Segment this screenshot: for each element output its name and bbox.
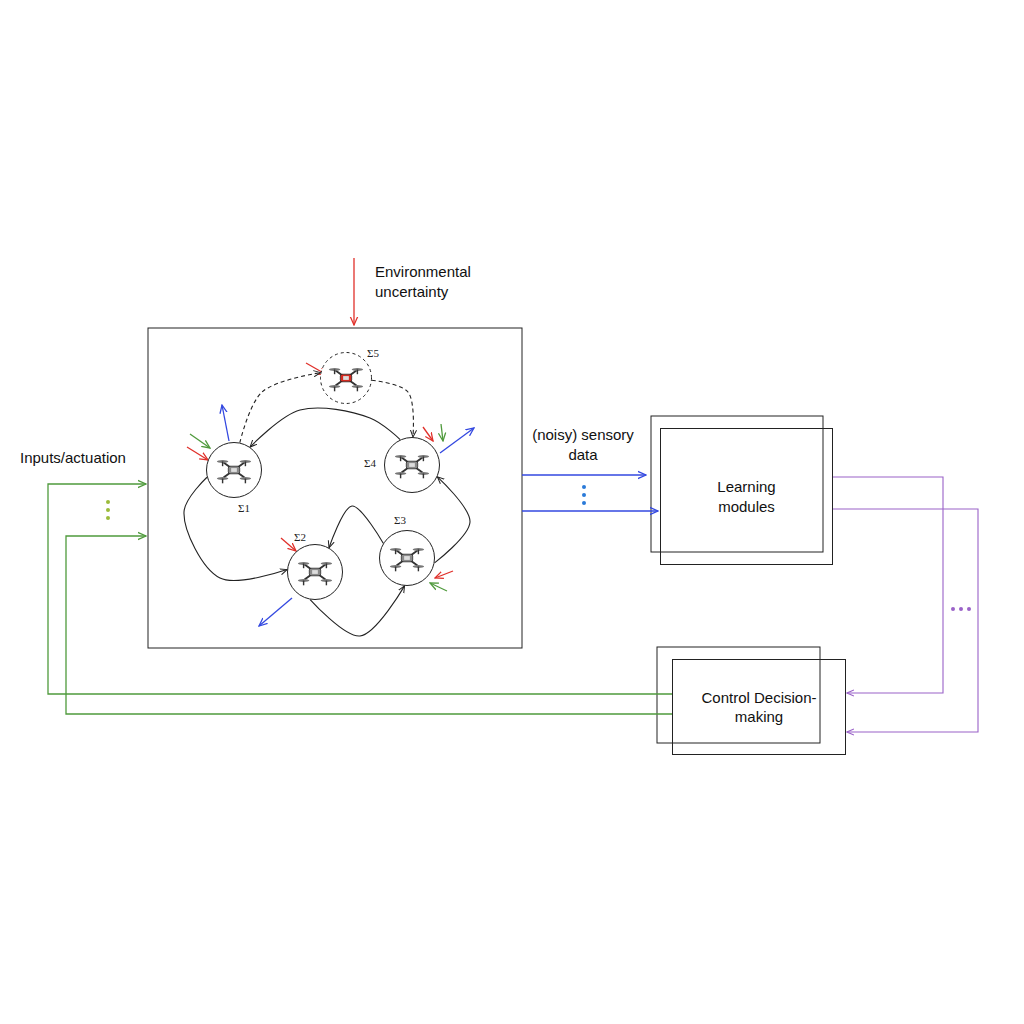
agent-label: Σ1 — [238, 502, 250, 514]
agent-outline — [379, 530, 435, 586]
agent-circle: Σ4 — [384, 437, 440, 493]
uncertainty-label: Environmental uncertainty — [375, 262, 505, 303]
sensory-arrow — [522, 510, 658, 511]
drone-icon — [395, 455, 429, 478]
module-title: Learning modules — [697, 477, 797, 516]
agent-label: Σ5 — [367, 347, 379, 359]
agent-circle: Σ1 — [206, 442, 262, 498]
module-box: Learning modules — [660, 428, 833, 565]
agent-outline — [206, 442, 262, 498]
module-stack — [651, 416, 823, 552]
agent-signal-arrows — [187, 363, 474, 626]
agent-label: Σ4 — [364, 457, 376, 469]
sensory-label: (noisy) sensory data — [527, 425, 639, 466]
ellipsis-dots — [106, 500, 110, 520]
interaction-link — [435, 477, 470, 563]
module-box: Control Decision-making — [672, 659, 846, 755]
output-connector — [833, 509, 978, 732]
sensory-arrow — [522, 474, 646, 475]
agent-circle: Σ5 — [320, 352, 372, 404]
ellipsis-dots — [582, 485, 586, 505]
interaction-link — [372, 380, 414, 437]
agent-circle: Σ3 — [379, 530, 435, 586]
agent-label: Σ2 — [294, 531, 306, 543]
agent-label: Σ3 — [394, 514, 406, 526]
module-title: Control Decision-making — [684, 688, 834, 727]
system-box — [148, 328, 522, 648]
drone-icon — [298, 562, 332, 585]
drone-icon — [217, 460, 251, 483]
drone-icon — [390, 548, 424, 571]
input-label: Inputs/actuation — [20, 448, 160, 468]
agent-outline — [320, 352, 372, 404]
agent-outline — [384, 437, 440, 493]
drone-icon — [329, 368, 363, 391]
agent-outline — [287, 544, 343, 600]
agent-circle: Σ2 — [287, 544, 343, 600]
actuation-line — [48, 484, 672, 694]
interaction-link — [329, 506, 383, 548]
interaction-link — [250, 408, 400, 447]
ellipsis-dots — [951, 607, 971, 611]
interaction-link — [240, 373, 321, 443]
actuation-line — [66, 536, 672, 714]
uncertainty-arrow — [353, 258, 354, 325]
